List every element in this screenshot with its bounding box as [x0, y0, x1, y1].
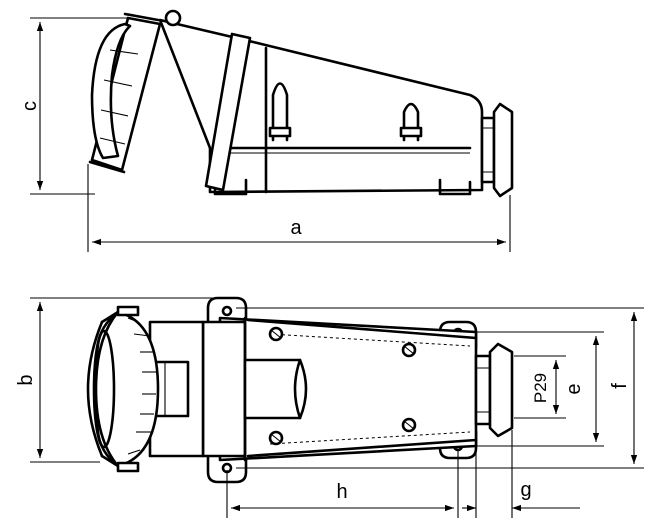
dim-label-e: e: [563, 383, 585, 394]
dim-label-f: f: [609, 383, 631, 389]
side-view: c a: [19, 9, 514, 252]
dim-label-c: c: [19, 101, 41, 111]
dim-label-thread: P29: [531, 373, 550, 403]
dim-label-h: h: [336, 481, 347, 503]
dim-label-a: a: [290, 217, 302, 239]
dim-label-b: b: [15, 374, 37, 385]
dim-label-g: g: [520, 479, 531, 501]
top-view: b f e P29 h g: [15, 296, 644, 518]
